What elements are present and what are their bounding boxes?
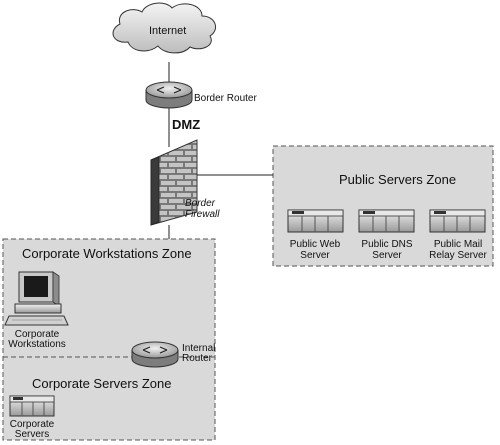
dmz-label: DMZ	[172, 117, 201, 132]
internet-label: Internet	[149, 25, 187, 37]
workstation-icon	[4, 271, 69, 326]
internal-router-icon	[131, 341, 179, 368]
server-rack-icon	[429, 209, 486, 233]
server-rack-icon	[287, 209, 344, 233]
corporate-servers-label-line2: Servers	[14, 429, 50, 440]
firewall-icon	[150, 139, 198, 226]
public-mail-relay-label-line1: Public Mail	[433, 239, 483, 250]
border-router-icon	[145, 81, 193, 109]
border-firewall-label-line1: Border	[185, 198, 216, 209]
public-servers-zone-box	[272, 145, 494, 267]
corporate-servers-label-line1: Corporate	[9, 419, 55, 430]
public-web-server-label-line2: Server	[300, 250, 330, 261]
public-servers-zone-title: Public Servers Zone	[339, 172, 457, 187]
public-web-server-label-line1: Public Web	[289, 239, 341, 250]
public-dns-server-label-line1: Public DNS	[361, 239, 413, 250]
border-firewall-label-line2: Firewall	[185, 209, 220, 220]
server-rack-icon	[9, 395, 55, 417]
internal-router-label-line1: Internal	[182, 343, 216, 354]
internet-cloud-icon	[112, 2, 217, 54]
public-dns-server-label-line2: Server	[372, 250, 402, 261]
corporate-workstations-zone-title: Corporate Workstations Zone	[22, 246, 192, 261]
server-rack-icon	[358, 209, 415, 233]
corporate-servers-zone-title: Corporate Servers Zone	[32, 376, 172, 391]
corporate-workstations-label-line1: Corporate	[14, 329, 60, 340]
border-router-label: Border Router	[194, 93, 257, 104]
corporate-workstations-label-line2: Workstations	[8, 339, 66, 350]
internal-router-label-line2: Router	[182, 353, 213, 364]
public-mail-relay-label-line2: Relay Server	[429, 250, 487, 261]
